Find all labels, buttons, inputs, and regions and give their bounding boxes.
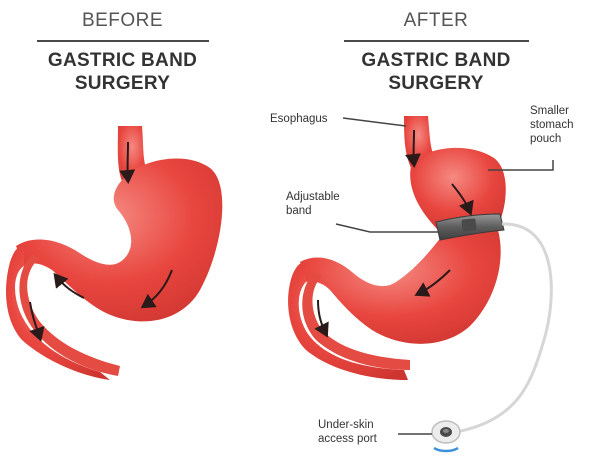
pouch-label-line1: Smaller: [530, 104, 573, 118]
pouch-label: Smaller stomach pouch: [530, 104, 573, 146]
after-stomach: [288, 116, 551, 451]
pouch-label-line3: pouch: [530, 132, 573, 146]
port-label-line1: Under-skin: [318, 418, 377, 432]
band-leader: [336, 224, 438, 232]
esophagus-label: Esophagus: [270, 112, 328, 126]
band-label-line2: band: [286, 204, 340, 218]
port-label-line2: access port: [318, 432, 377, 446]
after-lower-stomach: [300, 230, 501, 344]
before-stomach: [6, 126, 222, 380]
esophagus-leader: [343, 118, 406, 126]
band-label: Adjustable band: [286, 190, 340, 218]
port-label: Under-skin access port: [318, 418, 377, 446]
esophagus-label-text: Esophagus: [270, 113, 328, 125]
pouch-label-line2: stomach: [530, 118, 573, 132]
before-stomach-body: [16, 159, 222, 322]
band-label-line1: Adjustable: [286, 190, 340, 204]
access-port-shape: [432, 421, 460, 451]
